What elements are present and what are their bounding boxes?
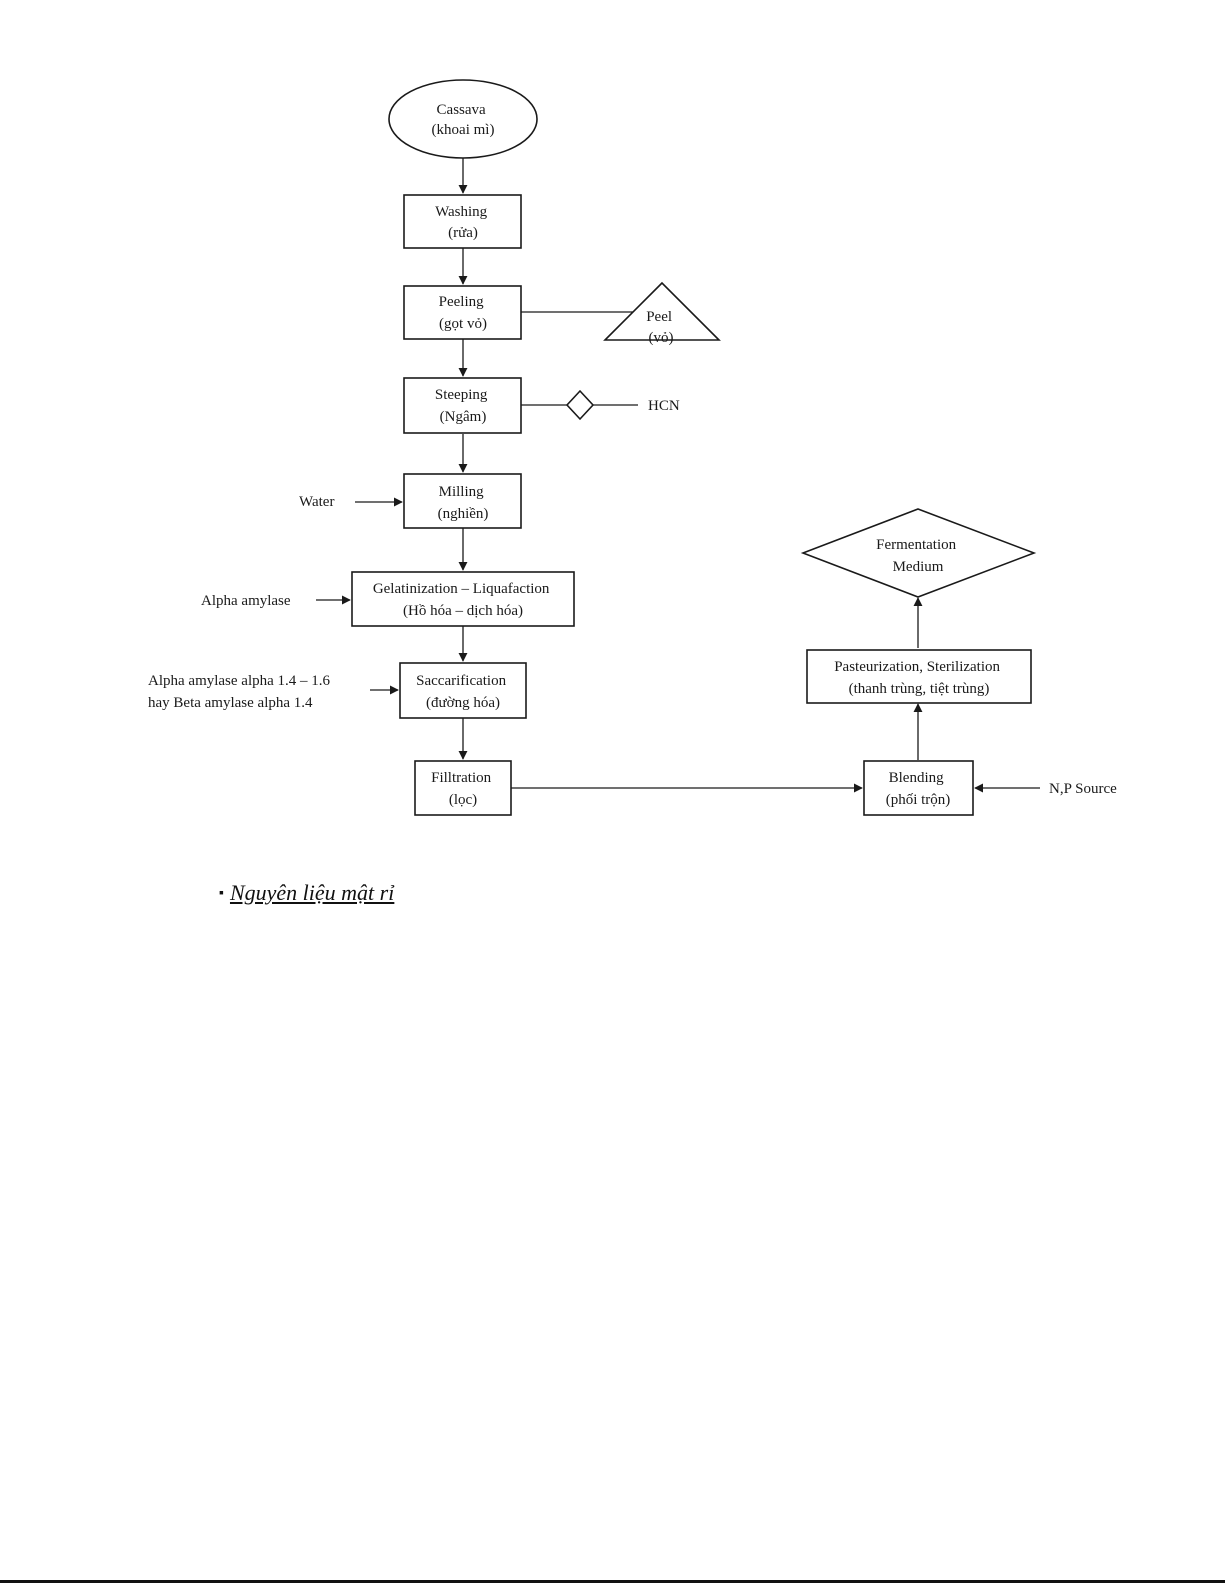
pasteurization-label: Pasteurization, Sterilization (thanh trù… [834, 659, 1004, 697]
filtration-node [414, 760, 512, 816]
section-heading-text: Nguyên liệu mật rỉ [229, 880, 395, 905]
cassava-label: Cassava (khoai mì) [432, 102, 495, 138]
milling-node [403, 473, 522, 529]
peel-triangle [603, 281, 721, 341]
milling-label: Milling (nghiền) [438, 484, 489, 522]
blending-node [863, 760, 974, 816]
np-source-label: N,P Source [1049, 781, 1117, 797]
hcn-diamond [565, 389, 595, 421]
cassava-node [388, 79, 538, 159]
peel-label: Peel (vỏ) [646, 309, 676, 346]
pasteurization-node [806, 649, 1032, 704]
water-label: Water [299, 494, 334, 510]
flow-edges [316, 158, 1040, 793]
bullet-marker: ▪ [219, 886, 224, 901]
saccarification-label: Saccarification (đường hóa) [416, 673, 510, 711]
blending-label: Blending (phối trộn) [886, 770, 951, 808]
gelatinization-label: Gelatinization – Liquafaction (Hồ hóa – … [373, 581, 553, 619]
peeling-label: Peeling (gọt vỏ) [439, 294, 488, 332]
filtration-label: Filltration (lọc) [431, 770, 495, 808]
fermentation-medium-diamond [800, 508, 1037, 598]
fermentation-medium-label: Fermentation Medium [876, 537, 960, 575]
enzymes-label: Alpha amylase alpha 1.4 – 1.6 hay Beta a… [148, 673, 334, 711]
washing-label: Washing (rửa) [435, 204, 491, 241]
saccarification-node [399, 662, 527, 719]
washing-node [403, 194, 522, 249]
gelatinization-node [351, 571, 575, 627]
page-bottom-rule [0, 1580, 1225, 1583]
section-heading: ▪ Nguyên liệu mật rỉ [219, 880, 394, 906]
hcn-label: HCN [648, 398, 680, 414]
alpha-amylase-label: Alpha amylase [201, 593, 291, 609]
steeping-node [403, 377, 522, 434]
steeping-label: Steeping (Ngâm) [435, 387, 491, 425]
peeling-node [403, 285, 522, 340]
